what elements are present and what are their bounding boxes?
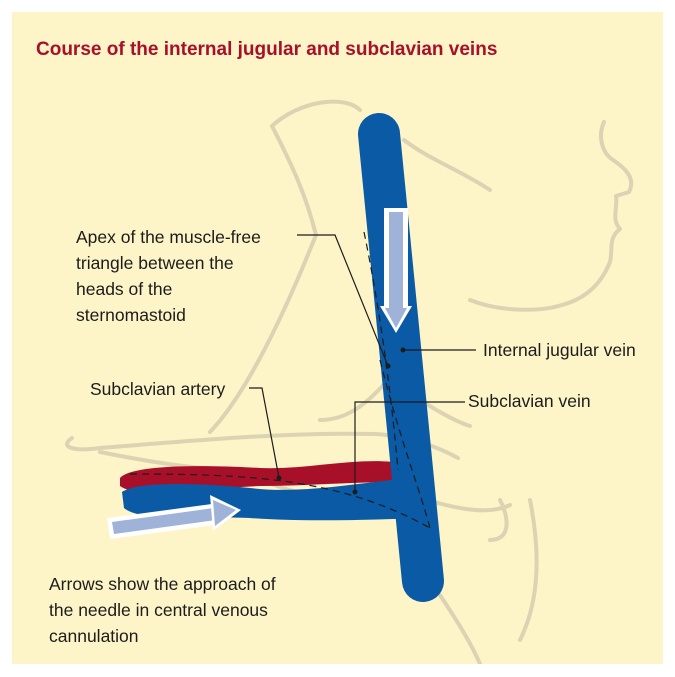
caption-line: the needle in central venous	[49, 597, 276, 623]
caption-line: cannulation	[49, 623, 276, 649]
caption: Arrows show the approach of the needle i…	[49, 571, 276, 649]
skull-outline	[272, 102, 360, 126]
sternum-outline	[520, 500, 537, 640]
label-apex-line: triangle between the	[76, 250, 261, 276]
back-of-head-outline	[404, 140, 490, 190]
label-apex-line: heads of the	[76, 276, 261, 302]
leader-lines	[249, 235, 476, 492]
figure-panel: Course of the internal jugular and subcl…	[12, 12, 663, 664]
mandible-outline	[470, 300, 562, 310]
caption-line: Arrows show the approach of	[49, 571, 276, 597]
label-subclavian-vein: Subclavian vein	[468, 388, 591, 414]
neck-outline	[272, 126, 316, 235]
label-apex-line: sternomastoid	[76, 302, 261, 328]
label-apex-line: Apex of the muscle-free	[76, 224, 261, 250]
label-internal-jugular-vein: Internal jugular vein	[483, 337, 636, 363]
label-subclavian-artery: Subclavian artery	[90, 376, 225, 402]
leader-subclavian-artery	[249, 388, 279, 478]
face-profile	[562, 122, 631, 305]
label-apex: Apex of the muscle-free triangle between…	[76, 224, 261, 328]
sternomastoid-line-left	[320, 380, 388, 420]
